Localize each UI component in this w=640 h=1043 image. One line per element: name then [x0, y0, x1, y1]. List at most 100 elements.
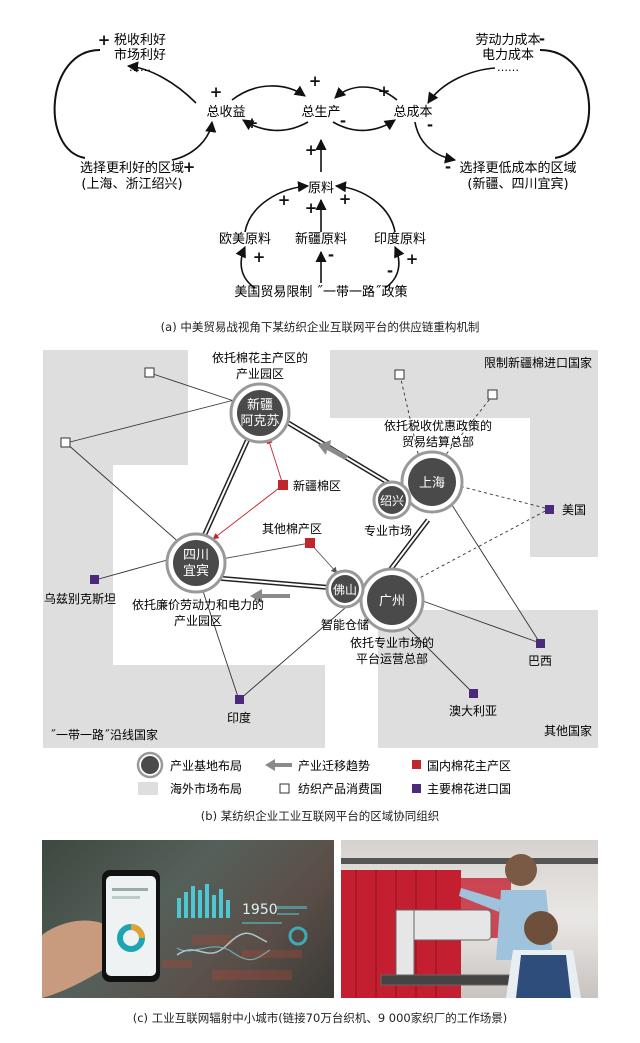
- cotton-area-xinjiang-label: 新疆棉区: [293, 478, 341, 493]
- photo-garment-workers: [341, 840, 598, 998]
- sign-plus: +: [253, 248, 266, 266]
- hub-xinjiang: 新疆 阿克苏: [229, 382, 291, 444]
- link-sichuan-uzbek: [94, 556, 179, 581]
- link-guangzhou-india: [238, 594, 361, 701]
- note-shanghai-hq-2: 贸易结算总部: [402, 434, 474, 449]
- india-material-arrow: [334, 181, 396, 233]
- right-region-1: 选择更低成本的区域: [459, 160, 576, 176]
- sign-plus: +: [246, 114, 259, 132]
- holo-bar-chart: [177, 884, 230, 918]
- sign-minus: -: [387, 262, 393, 280]
- cotton-xinjiang-to-sichuan: [212, 484, 284, 540]
- sign-plus: +: [210, 83, 223, 101]
- note-foshan-storage: 智能仓储: [321, 617, 369, 632]
- legend-cotton-icon: [412, 760, 421, 769]
- importer-australia-marker: [469, 689, 478, 698]
- hub-foshan: 佛山: [325, 569, 365, 609]
- legend: 产业基地布局 产业迁移趋势 国内棉花主产区 海外市场布局 纺织产品消费国 主要棉…: [136, 751, 511, 796]
- node-total-revenue: 总收益: [206, 105, 245, 120]
- left-region-2: (上海、浙江绍兴): [81, 177, 182, 192]
- left-loop-lower-arrow: [171, 120, 217, 161]
- hub-sichuan: 四川 宜宾: [165, 532, 227, 594]
- node-xinjiang-material: 新疆原料: [295, 231, 347, 247]
- panel-b-diagram: 限制新疆棉进口国家 ˝一带一路˝沿线国家 其他国家: [43, 350, 598, 796]
- country-india: 印度: [227, 710, 251, 725]
- sign-plus: +: [378, 82, 391, 100]
- holo-line-graph: [176, 946, 271, 961]
- node-india-material: 印度原料: [374, 231, 426, 247]
- svg-text:广州: 广州: [379, 594, 405, 609]
- link-shanghai-usa: [454, 484, 550, 510]
- consumer-marker: [487, 389, 498, 400]
- left-region-1: 选择更利好的区域: [80, 160, 184, 176]
- hub-guangzhou: 广州: [359, 567, 425, 633]
- link-sichuan-consumer2: [65, 442, 183, 546]
- note-xinjiang-park-2: 产业园区: [236, 367, 284, 381]
- left-loop-outer-arrow: [53, 49, 101, 159]
- node-total-cost: 总成本: [393, 105, 432, 120]
- sign-minus: -: [539, 30, 545, 48]
- production-to-revenue-arrow: [242, 119, 309, 132]
- node-total-production: 总生产: [301, 105, 340, 120]
- dashboard-number: 1950: [242, 902, 278, 918]
- worker-seated: [506, 911, 581, 998]
- region-label-other: 其他国家: [544, 723, 592, 738]
- euro-material-arrow: [244, 181, 310, 233]
- cotton-area-xinjiang-marker: [278, 480, 288, 490]
- link-guangzhou-usa: [409, 508, 550, 584]
- note-sichuan-park-1: 依托廉价劳动力和电力的: [132, 597, 264, 612]
- importer-brazil-marker: [536, 639, 545, 648]
- svg-text:阿克苏: 阿克苏: [240, 413, 279, 429]
- left-benefit-1: 税收利好: [114, 33, 166, 48]
- sign-minus: -: [340, 112, 346, 130]
- importer-india-marker: [235, 695, 244, 704]
- legend-overseas: 海外市场布局: [170, 781, 242, 796]
- region-belt-road: [43, 350, 325, 748]
- sewing-machine: [380, 909, 522, 986]
- sign-plus: +: [98, 31, 111, 49]
- cost-to-production-arrow: [334, 86, 398, 101]
- link-shanghai-brazil: [451, 504, 541, 644]
- region-restrict-xinjiang: [330, 350, 598, 557]
- importer-uzbekistan-marker: [90, 575, 99, 584]
- holo-ring: [288, 926, 308, 946]
- svg-text:上海: 上海: [419, 476, 445, 491]
- right-loop-lower-arrow: [414, 121, 457, 164]
- legend-migration-icon: [265, 759, 292, 771]
- svg-text:绍兴: 绍兴: [380, 494, 404, 508]
- migration-arrows: [250, 440, 348, 603]
- legend-migration: 产业迁移趋势: [298, 759, 370, 773]
- legend-consumer-icon: [279, 783, 290, 794]
- svg-text:四川: 四川: [183, 548, 209, 563]
- note-guangzhou-hq-1: 依托专业市场的: [350, 635, 434, 650]
- region-label-belt-road: ˝一带一路˝沿线国家: [50, 727, 158, 742]
- sign-minus: -: [328, 246, 334, 264]
- left-benefit-2: 市场利好: [114, 47, 166, 63]
- right-loop-upper-arrow: [427, 67, 496, 104]
- right-cost-1: 劳动力成本: [475, 32, 540, 48]
- svg-text:新疆: 新疆: [247, 397, 273, 413]
- legend-importer-icon: [412, 784, 421, 793]
- svg-text:宜宾: 宜宾: [183, 563, 209, 579]
- production-to-cost-arrow: [332, 119, 396, 132]
- node-policy: 美国贸易限制 ˝一带一路˝政策: [234, 284, 407, 300]
- cotton-area-other-label: 其他棉产区: [262, 522, 322, 536]
- link-shanghai-consumer3: [399, 374, 421, 463]
- region-label-restrict: 限制新疆棉进口国家: [484, 355, 592, 370]
- sign-plus: +: [305, 199, 318, 217]
- policy-left-arc: [235, 245, 256, 289]
- sign-plus: +: [278, 191, 291, 209]
- link-guangzhou-brazil: [419, 599, 541, 644]
- consumer-marker: [60, 437, 71, 448]
- country-uzbekistan: 乌兹别克斯坦: [44, 591, 116, 606]
- photo-industrial-dashboard: 1950: [42, 840, 334, 998]
- cotton-area-other-marker: [305, 538, 315, 548]
- phone-shape: [102, 870, 160, 982]
- note-sichuan-park-2: 产业园区: [174, 614, 222, 628]
- revenue-to-production-arrow: [231, 85, 306, 101]
- legend-base: 产业基地布局: [170, 759, 242, 773]
- right-cost-2: 电力成本: [482, 48, 534, 63]
- note-shanghai-hq-1: 依托税收优惠政策的: [384, 418, 492, 433]
- svg-text:佛山: 佛山: [333, 583, 357, 597]
- sign-plus: +: [339, 190, 352, 208]
